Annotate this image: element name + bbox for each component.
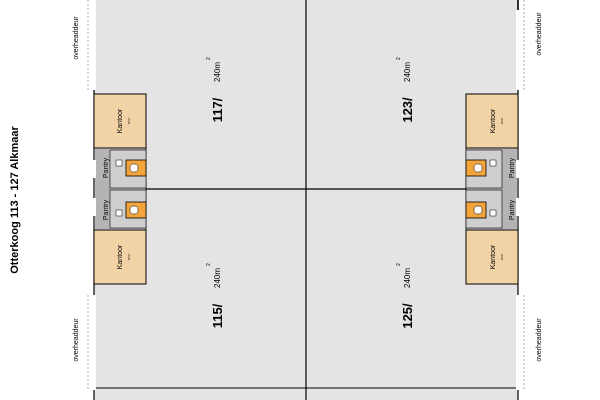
unit-number-125: 125/	[400, 303, 415, 329]
office-top-left	[93, 93, 147, 149]
building-title: Otterkoog 113 - 127 Alkmaar	[9, 126, 21, 274]
overhead-door-label-right-bottom: overheaddeur	[536, 318, 543, 362]
pantry-label-left-top: Pantry	[103, 157, 110, 178]
unit-area-sup-125: 2	[396, 263, 402, 266]
entry-door-right-bottom	[516, 198, 519, 216]
overhead-door-label-right-top: overheaddeur	[536, 12, 543, 56]
toilet-bowl-right-top	[473, 163, 483, 173]
office-label-bottom-right: Kantoor	[490, 244, 497, 269]
unit-area-115: 240m	[213, 268, 222, 288]
pantry-label-right-top: Pantry	[509, 157, 516, 178]
sink-left-top	[115, 159, 123, 167]
unit-area-sup-123: 2	[396, 57, 402, 60]
office-area-bottom-right: 15m²	[500, 254, 504, 261]
office-area-bottom-left: 15m²	[127, 254, 131, 261]
unit-area-sup-117: 2	[206, 57, 212, 60]
office-label-top-right: Kantoor	[490, 108, 497, 133]
unit-number-117: 117/	[210, 97, 225, 122]
sink-left-bottom	[115, 209, 123, 217]
office-area-top-right: 15m²	[500, 118, 504, 125]
entry-door-right-top	[516, 160, 519, 178]
overhead-door-left-bottom	[87, 295, 96, 390]
toilet-bowl-left-bottom	[129, 205, 139, 215]
entry-door-left-top	[93, 160, 96, 178]
pantry-label-right-bottom: Pantry	[509, 199, 516, 220]
unit-area-sup-115: 2	[206, 263, 212, 266]
overhead-door-left-top	[87, 0, 96, 90]
toilet-bowl-right-bottom	[473, 205, 483, 215]
office-label-bottom-left: Kantoor	[117, 244, 124, 269]
toilet-bowl-left-top	[129, 163, 139, 173]
office-bottom-right	[465, 229, 519, 285]
unit-number-115: 115/	[210, 303, 225, 328]
unit-number-123: 123/	[400, 97, 415, 123]
sink-right-bottom	[489, 209, 497, 217]
office-label-top-left: Kantoor	[117, 108, 124, 133]
sink-right-top	[489, 159, 497, 167]
unit-area-123: 240m	[403, 62, 412, 82]
entry-door-left-bottom	[93, 198, 96, 216]
unit-area-125: 240m	[403, 268, 412, 288]
office-area-top-left: 15m²	[127, 118, 131, 125]
pantry-label-left-bottom: Pantry	[103, 199, 110, 220]
overhead-door-right-bottom	[516, 295, 525, 390]
overhead-door-label-left-top: overheaddeur	[73, 16, 80, 60]
unit-area-117: 240m	[213, 62, 222, 82]
overhead-door-right-top	[516, 0, 525, 90]
office-bottom-left	[93, 229, 147, 285]
overhead-door-label-left-bottom: overheaddeur	[73, 318, 80, 362]
